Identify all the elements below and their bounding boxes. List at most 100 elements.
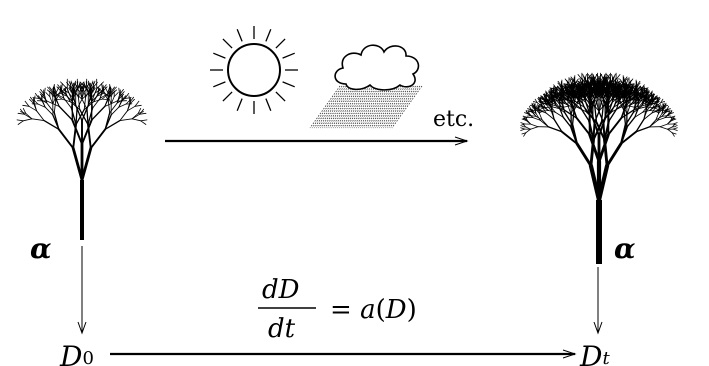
tree-branch [44,88,45,94]
rain-streak [327,86,357,128]
tree-branch [627,117,635,127]
tree-branch [120,119,132,121]
rain-streak [373,86,403,128]
dt-label: Dt [579,340,610,366]
sun-ray [266,29,271,41]
tree-branch [23,119,32,121]
rain-streak [367,86,397,128]
rain-streak [344,86,374,128]
rain-streak [379,86,409,128]
tree-branch [141,120,147,121]
rain-streak [316,86,346,128]
rain-streak [388,86,418,128]
tree-branch [17,120,23,121]
tree-branch [59,129,73,148]
tree-branch [561,86,562,91]
rain-streak [312,86,342,128]
tree-branch [577,144,591,166]
tree-branch [132,119,141,121]
rain-streak [358,86,388,128]
tree-branch [563,117,571,127]
sun-ray [237,29,242,41]
tree-branch [59,107,72,121]
sun-ray [283,53,295,58]
rain-cloud-icon [310,45,422,128]
sun-ray [213,82,225,87]
tree-branch [577,118,590,135]
right-map-arrow [594,267,602,333]
rain-streak [348,86,378,128]
tree-branch [54,101,55,113]
eq-denominator: dt [268,314,296,344]
dt-subscript: t [602,348,610,366]
rain-streak [346,86,376,128]
rain-streak [352,86,382,128]
eq-open-paren: ( [376,295,386,325]
sun-ray [276,92,285,101]
sun-ray [266,99,271,111]
tree-branch [607,144,621,166]
sun-icon [210,26,298,114]
rain-streak [390,86,420,128]
eq-rhs: = a(D) [330,295,417,325]
rain-streak [384,86,414,128]
eq-D: D [385,295,407,325]
rain-streak [356,86,386,128]
tree-branch [650,111,655,112]
tree-branch [630,100,636,101]
rain-streak [360,86,390,128]
tree-branch [32,119,44,121]
rain-streak [337,86,367,128]
d0-letter: D [59,340,82,366]
tree-branch [608,118,621,135]
tree-branch [108,101,109,113]
evolution-arrow [110,350,575,358]
rain-streak [318,86,348,128]
dt-letter: D [579,340,602,366]
d0-label: D0 [59,340,94,366]
tree-branch [668,129,673,133]
tree-branch [521,123,525,124]
rain-streak [371,86,401,128]
tree-branch [639,96,640,99]
tree-branch [114,93,118,97]
tree-branch [102,83,103,89]
rain-streak [333,86,363,128]
growth-equation: dD dt = a(D) [258,275,417,344]
tree-branch [120,111,128,121]
sun-ray [276,39,285,48]
rain-streak [350,86,380,128]
grown-tree [521,73,678,264]
tree-branch [624,111,626,125]
alpha-right-label: α [614,232,636,265]
rain-streak [392,86,422,128]
tree-branch [91,129,105,148]
rain-streak [375,86,405,128]
d0-subscript: 0 [82,348,93,366]
tree-branch [650,120,656,127]
rain-streak [310,86,340,128]
sun-ray [237,99,242,111]
sun-ray [283,82,295,87]
tree-branch [30,99,34,103]
tree-branch [111,107,119,115]
tree-branch [573,111,575,125]
eq-a: a [360,295,376,325]
rain-streak [329,86,359,128]
tree-branch [531,124,538,127]
tree-branch [667,116,671,117]
tree-branch [562,100,568,101]
tree-branch [592,90,593,96]
tree-branch [543,111,548,112]
tree-branch [92,107,105,121]
etc-label: etc. [433,107,474,132]
tree-branch [606,90,607,96]
weather-arrow [165,137,467,145]
tree-branch [105,88,108,93]
tree-branch [18,121,23,125]
sun-ray [213,53,225,58]
tree-branch [660,124,667,127]
rain-streak [321,86,351,128]
tree-branch [624,93,625,96]
